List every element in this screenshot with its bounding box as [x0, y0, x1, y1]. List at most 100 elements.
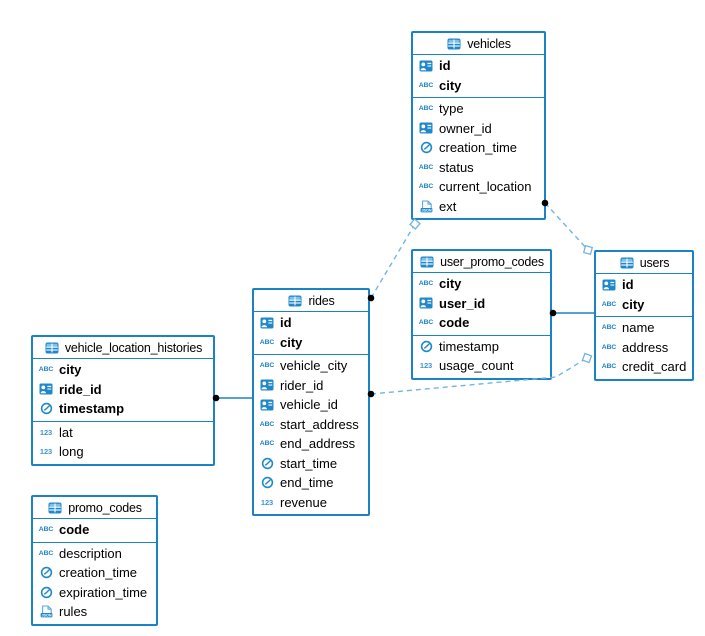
column-row-end_time[interactable]: end_time	[254, 473, 368, 493]
table-title: user_promo_codes	[440, 254, 544, 269]
column-row-start_address[interactable]: ABC start_address	[254, 415, 368, 435]
column-row-status[interactable]: ABC status	[413, 158, 544, 178]
uuid-icon	[418, 122, 434, 134]
column-row-code[interactable]: ABC code	[413, 313, 550, 333]
text-icon: ABC	[418, 319, 434, 327]
text-icon: ABC	[601, 324, 617, 332]
table-header[interactable]: rides	[254, 290, 368, 312]
column-name: rules	[59, 604, 88, 620]
table-header[interactable]: vehicle_location_histories	[33, 337, 213, 359]
column-row-expiration_time[interactable]: expiration_time	[33, 583, 156, 603]
column-name: status	[439, 159, 474, 175]
time-icon	[259, 476, 275, 489]
column-name: timestamp	[439, 338, 499, 354]
number-icon: 123	[419, 361, 433, 371]
text-icon: ABC	[259, 440, 275, 448]
uuid-icon	[259, 379, 275, 391]
text-icon: ABC	[259, 338, 275, 346]
column-row-rider_id[interactable]: rider_id	[254, 376, 368, 396]
json-icon: JSON	[418, 200, 434, 213]
uuid-icon	[259, 399, 275, 411]
text-icon: ABC	[418, 280, 434, 288]
uuid-icon	[38, 383, 54, 395]
table-header[interactable]: users	[596, 252, 692, 274]
column-row-ride_id[interactable]: ride_id	[33, 380, 213, 400]
column-row-type[interactable]: ABC type	[413, 99, 544, 119]
column-name: code	[439, 315, 470, 331]
text-icon: ABC	[418, 81, 434, 89]
column-row-timestamp[interactable]: timestamp	[413, 337, 550, 357]
table-title: rides	[308, 293, 335, 308]
column-row-id[interactable]: id	[413, 56, 544, 76]
text-icon: ABC	[418, 163, 434, 171]
column-name: expiration_time	[59, 584, 148, 600]
table-icon	[446, 38, 462, 50]
column-row-owner_id[interactable]: owner_id	[413, 119, 544, 139]
column-name: id	[280, 315, 292, 331]
column-row-start_time[interactable]: start_time	[254, 454, 368, 474]
column-row-creation_time[interactable]: creation_time	[33, 563, 156, 583]
json-icon: JSON	[38, 605, 54, 618]
column-name: owner_id	[439, 120, 492, 136]
column-row-user_id[interactable]: user_id	[413, 294, 550, 314]
number-icon: 123	[39, 447, 53, 457]
time-icon	[418, 141, 434, 154]
time-icon	[38, 402, 54, 415]
column-row-vehicle_id[interactable]: vehicle_id	[254, 395, 368, 415]
text-icon: ABC	[418, 105, 434, 113]
column-name: city	[622, 296, 645, 312]
uuid-icon	[601, 279, 617, 291]
column-name: start_address	[280, 416, 359, 432]
table-header[interactable]: promo_codes	[33, 497, 156, 519]
svg-text:JSON: JSON	[41, 614, 51, 618]
text-icon: ABC	[601, 343, 617, 351]
column-name: type	[439, 101, 464, 117]
table-header[interactable]: user_promo_codes	[413, 251, 550, 273]
column-row-id[interactable]: id	[596, 275, 692, 295]
table-icon	[44, 342, 60, 354]
column-row-creation_time[interactable]: creation_time	[413, 138, 544, 158]
text-icon: ABC	[601, 363, 617, 371]
text-icon: ABC	[601, 300, 617, 308]
column-row-rules[interactable]: JSON rules	[33, 602, 156, 622]
column-name: city	[59, 362, 82, 378]
table-header[interactable]: vehicles	[413, 33, 544, 55]
column-row-id[interactable]: id	[254, 313, 368, 333]
column-row-city[interactable]: ABC city	[596, 295, 692, 315]
text-icon: ABC	[259, 420, 275, 428]
column-row-name[interactable]: ABC name	[596, 318, 692, 338]
column-row-timestamp[interactable]: timestamp	[33, 399, 213, 419]
column-name: code	[59, 522, 90, 538]
column-name: name	[622, 320, 655, 336]
